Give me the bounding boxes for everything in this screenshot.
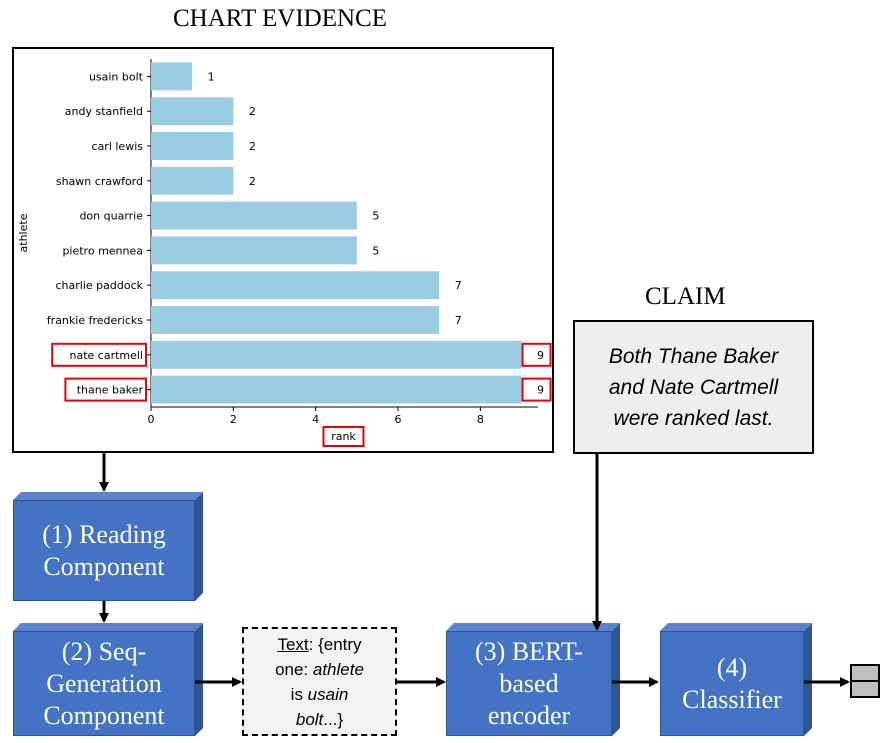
claim-line: Both Thane Baker (608, 344, 779, 368)
x-tick-label: 0 (148, 413, 155, 426)
block-label: (1) Reading (42, 519, 166, 549)
block-label: based (499, 668, 559, 698)
data-label: 7 (455, 279, 462, 292)
block-label: encoder (487, 700, 571, 730)
data-label: 5 (372, 210, 379, 223)
y-tick-label: nate cartmell (69, 349, 143, 362)
highlight-box (322, 426, 365, 447)
chart-evidence-frame: usain bolt 1 andy stanfield 2 carl lewis 2 sha… (12, 47, 554, 453)
data-label: 7 (455, 314, 462, 327)
claim-line: were ranked last. (613, 406, 774, 430)
text-fragment: usain (307, 684, 349, 704)
y-tick-label: frankie fredericks (47, 314, 143, 327)
y-tick-label: usain bolt (89, 70, 144, 83)
y-tick-label: andy stanfield (65, 105, 143, 118)
data-label: 2 (249, 105, 256, 118)
y-tick-label: pietro mennea (62, 244, 143, 257)
chart-evidence-title: CHART EVIDENCE (173, 5, 388, 32)
highlight-box (521, 342, 552, 367)
bar (151, 340, 522, 369)
y-tick-label: charlie paddock (56, 279, 144, 292)
output-box-icon (850, 664, 880, 698)
data-label: 2 (249, 140, 256, 153)
y-axis-label: athlete (17, 213, 30, 252)
classifier-block: (4) Classifier (660, 623, 812, 736)
bar (151, 201, 357, 230)
claim-title: CLAIM (645, 283, 726, 310)
text-label: Text (277, 634, 309, 654)
x-tick-label: 6 (395, 413, 402, 426)
bar (151, 375, 522, 404)
text-fragment: bolt (295, 709, 324, 729)
bar (151, 236, 357, 265)
text-fragment: one: (275, 659, 313, 679)
y-tick-label: thane baker (77, 384, 144, 397)
text-fragment: : {entry (308, 634, 362, 654)
bar (151, 306, 440, 334)
block-label: Component (43, 551, 165, 581)
text-fragment: is (290, 684, 308, 704)
claim-line: and Nate Cartmell (608, 375, 779, 399)
x-tick-label: 4 (312, 413, 319, 426)
y-tick-label: shawn crawford (56, 175, 143, 188)
text-fragment: athlete (312, 659, 364, 679)
x-tick-label: 2 (230, 413, 237, 426)
data-label: 9 (537, 384, 544, 397)
highlight-box (521, 377, 552, 402)
seq-generation-component-block: (2) Seq- Generation Component (13, 623, 203, 736)
bar (151, 271, 440, 300)
bar (151, 132, 234, 160)
bert-encoder-block: (3) BERT- based encoder (446, 623, 620, 736)
block-label: (2) Seq- (61, 636, 147, 666)
highlight-box (64, 377, 147, 402)
generated-text-box: Text: {entry one: athlete is usain bolt.… (242, 627, 397, 736)
x-axis-label: rank (331, 430, 356, 443)
block-label: Component (43, 700, 165, 730)
text-fragment: ...} (323, 709, 344, 729)
bar (151, 97, 234, 126)
data-label: 5 (372, 244, 379, 257)
block-label: Classifier (682, 684, 782, 714)
reading-component-block: (1) Reading Component (13, 492, 203, 601)
block-label: (3) BERT- (475, 636, 583, 666)
data-label: 2 (249, 175, 256, 188)
data-label: 1 (208, 70, 215, 83)
data-label: 9 (537, 349, 544, 362)
claim-box: Both Thane Baker and Nate Cartmell were … (573, 320, 814, 454)
highlight-box (51, 342, 148, 367)
y-tick-label: carl lewis (92, 140, 144, 153)
bar (151, 166, 234, 195)
block-label: Generation (46, 668, 162, 698)
x-tick-label: 8 (477, 413, 484, 426)
bar-chart: usain bolt 1 andy stanfield 2 carl lewis 2 sha… (17, 59, 552, 447)
y-tick-label: don quarrie (79, 210, 143, 223)
block-label: (4) (716, 652, 748, 682)
bar (151, 62, 193, 91)
